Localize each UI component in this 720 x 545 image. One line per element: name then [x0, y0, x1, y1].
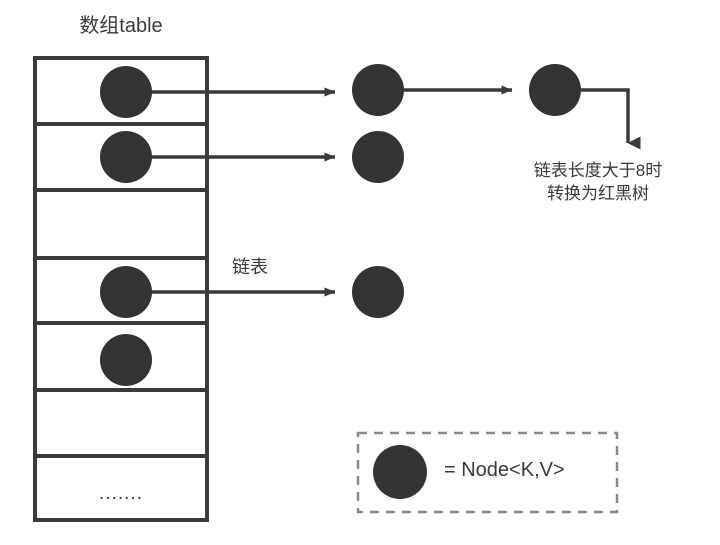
bucket-4-head-node[interactable] [100, 334, 152, 386]
bucket-1-chain-node-1[interactable] [352, 131, 404, 183]
bucket-0-head-node[interactable] [100, 66, 152, 118]
legend-node-swatch [373, 445, 427, 499]
bucket-3-head-node[interactable] [100, 266, 152, 318]
bucket-row-1[interactable] [100, 131, 404, 183]
treeify-elbow-arrow [581, 88, 641, 150]
bucket-3-chain-node-1[interactable] [352, 266, 404, 318]
bucket-0-chain-node-1[interactable] [352, 64, 404, 116]
bucket-1-head-node[interactable] [100, 131, 152, 183]
bucket-row-3[interactable] [100, 266, 404, 318]
treeify-note-text: 链表长度大于8时 转换为红黑树 [533, 161, 663, 203]
linked-list-label: 链表 [232, 257, 268, 277]
legend-box [356, 431, 619, 514]
table-ellipsis-row-label: ....... [99, 483, 143, 504]
legend-label: = Node<K,V> [444, 459, 565, 481]
bucket-row-0[interactable] [100, 64, 641, 150]
bucket-0-chain-node-2[interactable] [529, 64, 581, 116]
page-title: 数组table [79, 15, 163, 37]
bucket-row-4[interactable] [100, 334, 152, 386]
